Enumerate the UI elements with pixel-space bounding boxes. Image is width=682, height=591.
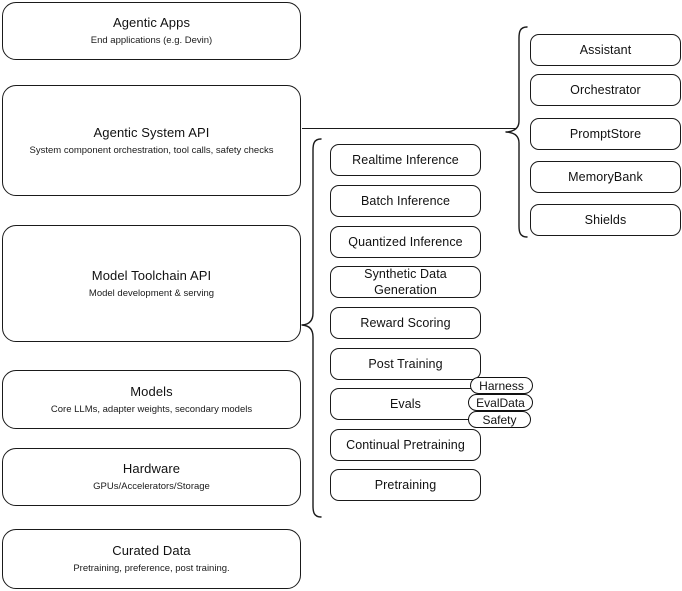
layer-title: Agentic System API xyxy=(93,124,210,140)
toolchain-item-pretraining[interactable]: Pretraining xyxy=(330,469,481,501)
layer-title: Model Toolchain API xyxy=(91,267,212,283)
evals-badge-harness[interactable]: Harness xyxy=(470,377,533,394)
toolchain-item-label: Batch Inference xyxy=(360,194,451,208)
brace-system xyxy=(504,26,528,238)
system-item-shields[interactable]: Shields xyxy=(530,204,681,236)
evals-badge-safety[interactable]: Safety xyxy=(468,411,531,428)
system-item-promptstore[interactable]: PromptStore xyxy=(530,118,681,150)
toolchain-item-realtime-inference[interactable]: Realtime Inference xyxy=(330,144,481,176)
toolchain-item-label: Pretraining xyxy=(374,478,437,492)
layer-title: Agentic Apps xyxy=(112,15,191,30)
toolchain-item-label: Evals xyxy=(389,397,422,411)
toolchain-item-synthetic-data-generation[interactable]: Synthetic Data Generation xyxy=(330,266,481,298)
layer-box-model-toolchain-api[interactable]: Model Toolchain API Model development & … xyxy=(2,225,301,342)
layer-box-hardware[interactable]: Hardware GPUs/Accelerators/Storage xyxy=(2,448,301,506)
layer-subtitle: Pretraining, preference, post training. xyxy=(73,563,230,574)
connector-line-system-api xyxy=(302,128,516,130)
system-item-assistant[interactable]: Assistant xyxy=(530,34,681,66)
toolchain-item-label: Realtime Inference xyxy=(352,153,459,167)
toolchain-item-quantized-inference[interactable]: Quantized Inference xyxy=(330,226,481,258)
layer-box-agentic-system-api[interactable]: Agentic System API System component orch… xyxy=(2,85,301,196)
layer-subtitle: Model development & serving xyxy=(88,287,215,299)
layer-box-curated-data[interactable]: Curated Data Pretraining, preference, po… xyxy=(2,529,301,589)
system-item-label: Shields xyxy=(584,213,627,227)
system-item-memorybank[interactable]: MemoryBank xyxy=(530,161,681,193)
toolchain-item-label: Reward Scoring xyxy=(360,316,451,330)
layer-subtitle: GPUs/Accelerators/Storage xyxy=(93,481,210,492)
toolchain-item-post-training[interactable]: Post Training xyxy=(330,348,481,380)
toolchain-item-batch-inference[interactable]: Batch Inference xyxy=(330,185,481,217)
system-item-label: PromptStore xyxy=(569,127,642,141)
toolchain-item-label: Quantized Inference xyxy=(348,235,463,249)
toolchain-item-evals[interactable]: Evals xyxy=(330,388,481,420)
system-item-label: Orchestrator xyxy=(570,83,641,97)
toolchain-item-label: Continual Pretraining xyxy=(346,438,465,452)
toolchain-item-label: Post Training xyxy=(368,357,443,371)
toolchain-item-label: Synthetic Data Generation xyxy=(364,267,447,297)
system-item-orchestrator[interactable]: Orchestrator xyxy=(530,74,681,106)
layer-title: Curated Data xyxy=(112,543,191,558)
layer-subtitle: System component orchestration, tool cal… xyxy=(29,144,274,156)
system-item-label: Assistant xyxy=(579,43,632,57)
brace-toolchain xyxy=(300,138,322,518)
layer-box-agentic-apps[interactable]: Agentic Apps End applications (e.g. Devi… xyxy=(2,2,301,60)
toolchain-item-continual-pretraining[interactable]: Continual Pretraining xyxy=(330,429,481,461)
layer-title: Hardware xyxy=(122,461,181,476)
toolchain-item-reward-scoring[interactable]: Reward Scoring xyxy=(330,307,481,339)
layer-title: Models xyxy=(130,383,173,399)
system-item-label: MemoryBank xyxy=(568,170,643,184)
evals-badge-evaldata[interactable]: EvalData xyxy=(468,394,533,411)
layer-subtitle: Core LLMs, adapter weights, secondary mo… xyxy=(50,403,253,415)
layer-subtitle: End applications (e.g. Devin) xyxy=(90,35,213,46)
layer-box-models[interactable]: Models Core LLMs, adapter weights, secon… xyxy=(2,370,301,429)
